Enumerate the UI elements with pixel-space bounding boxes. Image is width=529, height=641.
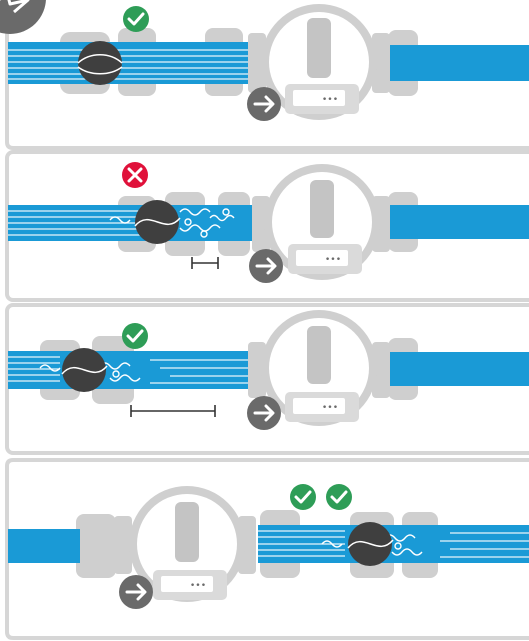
flow-meter: ••• <box>252 164 390 280</box>
panel-frame <box>5 303 529 455</box>
panel-3: ••• <box>5 303 529 455</box>
turbulence-swirls <box>109 208 235 238</box>
arrow-right-icon <box>119 575 153 609</box>
valve <box>134 200 181 244</box>
meter-screen-text: ••• <box>325 255 341 265</box>
check-circle-icon <box>290 484 316 510</box>
dimension-line-icon <box>191 257 219 269</box>
check-circle-icon <box>122 323 148 349</box>
panel-frame <box>5 458 529 640</box>
meter-screen-text: ••• <box>322 403 338 413</box>
valve <box>347 522 394 566</box>
arrow-right-icon <box>247 396 281 430</box>
pipe <box>8 42 250 84</box>
panel-2: ••• <box>5 150 529 302</box>
laminar-flow-lines <box>8 210 140 236</box>
flow-meter: ••• <box>248 4 390 120</box>
meter-screen <box>293 398 345 414</box>
star-icon <box>0 0 46 34</box>
panel-frame <box>5 150 529 302</box>
meter-screen <box>161 576 213 592</box>
arrow-right-icon <box>249 249 283 283</box>
dimension-line-icon <box>130 405 216 417</box>
flow-meter: ••• <box>248 310 390 426</box>
pipe <box>390 45 529 81</box>
valve <box>61 348 108 392</box>
pipe <box>8 529 80 563</box>
laminar-flow-lines <box>258 530 529 558</box>
check-circle-icon <box>123 6 149 32</box>
pipe <box>390 205 529 239</box>
pipe-fitting <box>76 514 116 578</box>
laminar-flow-lines <box>8 49 250 80</box>
arrow-right-icon <box>247 87 281 121</box>
panel-1: ••• <box>0 0 529 150</box>
check-circle-icon <box>326 484 352 510</box>
x-circle-icon <box>122 162 148 188</box>
meter-screen <box>296 250 348 266</box>
flow-meter: ••• <box>114 486 256 602</box>
pipe <box>390 352 529 386</box>
valve <box>77 41 123 85</box>
meter-screen-text: ••• <box>322 95 338 105</box>
panel-4: ••• <box>5 458 529 640</box>
meter-screen-text: ••• <box>190 581 206 591</box>
turbulence-swirls <box>39 362 141 382</box>
panel-frame <box>5 0 529 150</box>
meter-screen <box>293 90 345 106</box>
